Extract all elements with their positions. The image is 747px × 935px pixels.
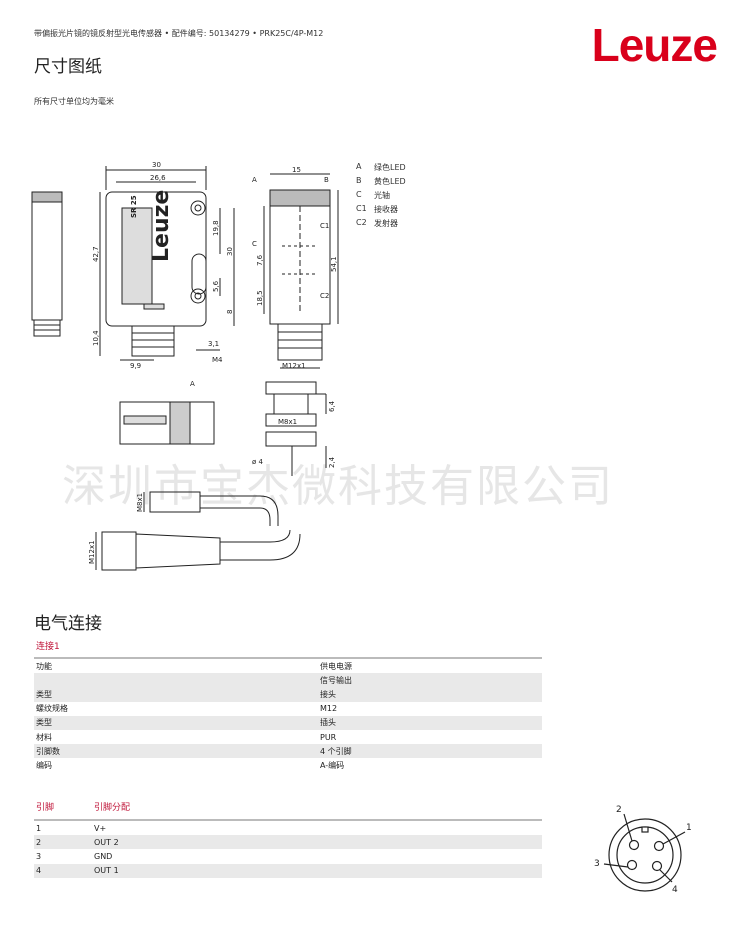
dim-185: 18,5 xyxy=(256,290,264,306)
leuze-logo: Leuze xyxy=(591,19,718,71)
connection-label: 连接1 xyxy=(36,642,60,652)
side-view-cap xyxy=(31,191,63,203)
electrical-title: 电气连接 xyxy=(34,614,102,634)
dim-31: 3,1 xyxy=(208,340,219,348)
pin-4-label: 4 xyxy=(672,885,678,895)
label-c2: C2 xyxy=(320,292,329,300)
dim-266: 26,6 xyxy=(150,174,166,182)
dim-m12x1: M12x1 xyxy=(282,362,306,370)
dim-m8x1-cable: M8x1 xyxy=(136,493,144,512)
front-view-connector xyxy=(131,325,175,357)
dim-24: 2,4 xyxy=(328,456,336,468)
pin-3-label: 3 xyxy=(594,859,600,869)
label-a: A xyxy=(252,176,257,184)
dim-76: 7,6 xyxy=(256,254,264,266)
dim-d4: ø 4 xyxy=(252,458,264,466)
side-view-connector xyxy=(33,319,61,337)
label-c1: C1 xyxy=(320,222,329,230)
dim-30-width: 30 xyxy=(152,161,161,169)
watermark: 深圳市宝杰微科技有限公司 xyxy=(62,461,614,512)
product-line: 带偏振光片镜的镜反射型光电传感器 • 配件编号: 50134279 • PRK2… xyxy=(34,29,324,38)
pin-2-label: 2 xyxy=(616,805,622,815)
table-row: 信号输出 xyxy=(34,673,542,688)
sensor-brand-marking: Leuze xyxy=(149,190,174,262)
dimensions-title: 尺寸图纸 xyxy=(34,57,102,77)
sensor-model-marking: SR 25 xyxy=(130,195,138,218)
plug-m8-nut xyxy=(265,381,317,395)
label-b: B xyxy=(324,176,329,184)
pin-table-header: 引脚 引脚分配 xyxy=(36,803,131,813)
cable-m8-connector xyxy=(149,491,201,513)
dim-56: 5,6 xyxy=(212,280,220,292)
table-row: 类型接头 xyxy=(34,687,542,702)
top-view-body xyxy=(119,401,215,445)
dim-15: 15 xyxy=(292,166,301,174)
right-view-connector xyxy=(277,323,323,361)
side-view-body xyxy=(31,191,63,321)
label-c: C xyxy=(252,240,257,248)
dim-30-height: 30 xyxy=(226,247,234,256)
pin-1-label: 1 xyxy=(686,823,692,833)
dim-m8x1: M8x1 xyxy=(278,418,297,426)
table-row: 类型插头 xyxy=(34,715,542,730)
dim-m12x1-cable: M12x1 xyxy=(88,540,96,564)
m12-pinout-diagram: 1 2 3 4 xyxy=(594,805,692,895)
units-note: 所有尺寸单位均为毫米 xyxy=(34,97,114,106)
dim-541: 54,1 xyxy=(330,256,338,272)
cable-m12-connector xyxy=(101,531,137,571)
label-a-top: A xyxy=(190,380,195,388)
dim-m4: M4 xyxy=(212,356,223,364)
dim-64: 6,4 xyxy=(328,400,336,412)
front-view-window xyxy=(121,207,153,305)
dim-99: 9,9 xyxy=(130,362,141,370)
dim-104: 10,4 xyxy=(92,330,100,346)
table-row: 功能供电电源 xyxy=(36,661,352,671)
dim-427: 42,7 xyxy=(92,246,100,262)
dim-198: 19,8 xyxy=(212,220,220,236)
dimension-drawing: Leuze SR 25 30 26,6 15 42,7 19,8 30 5,6 … xyxy=(31,161,339,571)
dim-8: 8 xyxy=(226,310,234,314)
